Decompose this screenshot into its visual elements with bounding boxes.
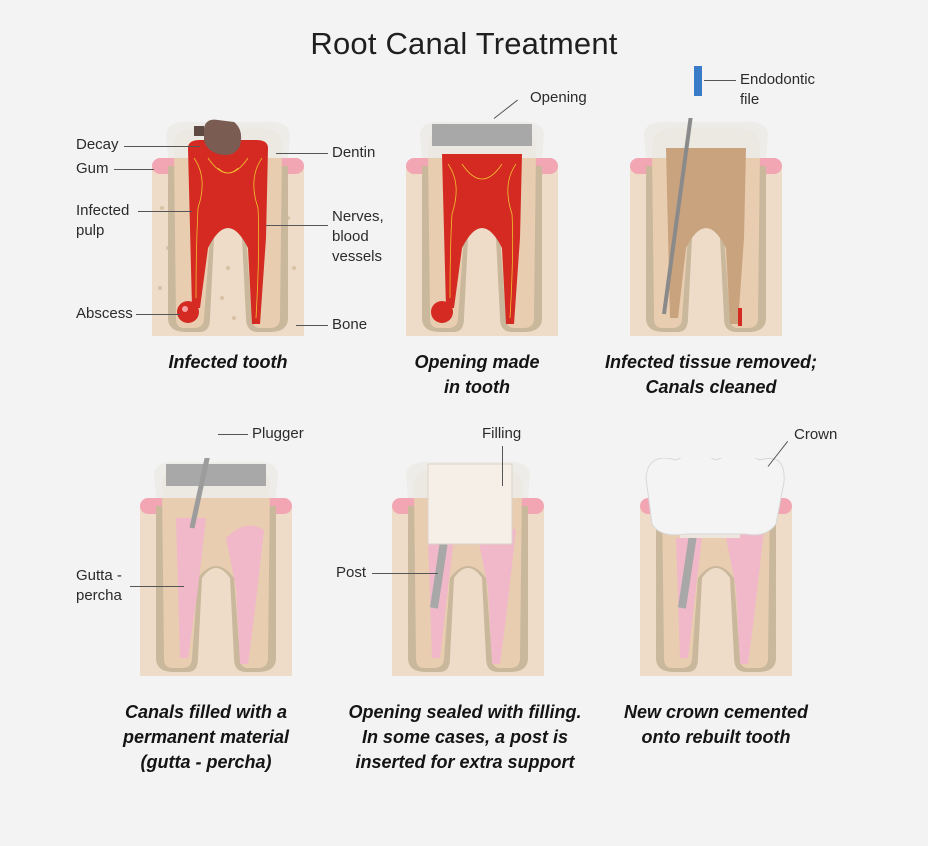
label-opening: Opening — [530, 89, 587, 106]
caption-gutta-percha: Canals filled with a permanent material … — [122, 702, 290, 772]
label-crown: Crown — [794, 426, 838, 443]
label-nerves: Nerves, blood vessels — [332, 208, 384, 265]
label-gutta-percha: Gutta - percha — [76, 567, 122, 604]
file-handle-icon — [694, 66, 702, 96]
infected-tooth-illustration — [152, 119, 304, 336]
diagram-title: Root Canal Treatment — [310, 26, 618, 61]
opening-tooth-illustration — [406, 121, 558, 336]
label-post: Post — [336, 564, 367, 581]
filling — [427, 463, 513, 545]
nerves — [193, 157, 263, 319]
label-gum: Gum — [76, 160, 109, 177]
plugger — [189, 458, 210, 529]
filled-canals-illustration — [140, 458, 292, 676]
crown-tooth-illustration — [640, 458, 792, 676]
label-endodontic-file: Endodontic file — [740, 71, 816, 108]
opening-cavity — [432, 124, 532, 146]
infected-pulp — [188, 140, 268, 324]
cleaned-tooth-illustration — [630, 118, 782, 336]
abscess — [177, 301, 199, 323]
crown — [645, 458, 785, 536]
caption-opening-made: Opening made in tooth — [414, 352, 540, 397]
endodontic-file — [662, 118, 693, 315]
label-decay: Decay — [76, 136, 119, 153]
label-filling: Filling — [482, 425, 522, 442]
caption-canals-cleaned: Infected tissue removed; Canals cleaned — [604, 352, 818, 397]
label-dentin: Dentin — [332, 144, 376, 161]
label-abscess: Abscess — [76, 305, 133, 322]
decay — [204, 119, 242, 155]
caption-crown: New crown cemented onto rebuilt tooth — [623, 702, 809, 747]
caption-infected-tooth: Infected tooth — [168, 352, 288, 372]
label-bone: Bone — [332, 316, 368, 333]
caption-filling-sealed: Opening sealed with filling. In some cas… — [348, 702, 582, 772]
label-plugger: Plugger — [252, 425, 304, 442]
gutta-percha — [176, 518, 206, 658]
label-infected-pulp: Infected pulp — [76, 202, 130, 239]
filling-post-illustration — [392, 461, 544, 676]
